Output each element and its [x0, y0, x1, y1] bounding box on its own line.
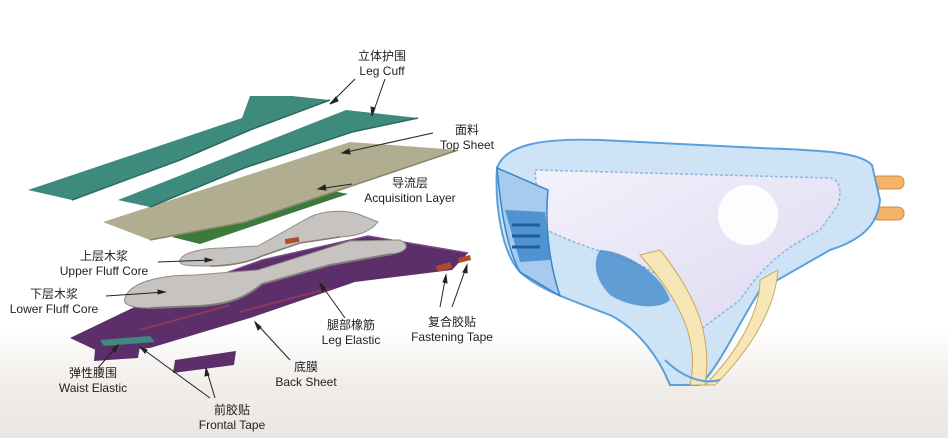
diaper-illustration: [495, 138, 905, 386]
label-leg-cuff: 立体护围 Leg Cuff: [350, 49, 414, 79]
label-leg-cuff-zh: 立体护围: [357, 49, 406, 63]
label-lower-fluff-core: 下层木浆 Lower Fluff Core: [2, 287, 106, 317]
label-fastening-tape-en: Fastening Tape: [411, 330, 493, 344]
label-waist-elastic-zh: 弹性腰围: [68, 366, 117, 380]
label-upper-fluff-core-zh: 上层木浆: [79, 249, 128, 263]
label-leg-elastic: 腿部橡筋 Leg Elastic: [311, 318, 391, 348]
label-frontal-tape-zh: 前胶贴: [213, 403, 250, 417]
leg-elastic-strip: [239, 287, 331, 313]
label-leg-elastic-zh: 腿部橡筋: [326, 318, 375, 332]
upper-fluff-core-layer: [179, 210, 379, 267]
label-acquisition-layer: 导流层 Acquisition Layer: [356, 176, 464, 206]
label-acquisition-layer-zh: 导流层: [391, 176, 428, 190]
label-acquisition-layer-en: Acquisition Layer: [364, 191, 456, 205]
label-top-sheet-en: Top Sheet: [439, 138, 495, 152]
label-lower-fluff-core-en: Lower Fluff Core: [9, 302, 99, 316]
label-top-sheet: 面料 Top Sheet: [426, 123, 508, 153]
label-leg-elastic-en: Leg Elastic: [321, 333, 381, 347]
label-fastening-tape: 复合胶贴 Fastening Tape: [402, 315, 502, 345]
leader-lines: [97, 78, 468, 399]
label-waist-elastic-en: Waist Elastic: [58, 381, 128, 395]
label-back-sheet: 底膜 Back Sheet: [266, 360, 346, 390]
label-back-sheet-zh: 底膜: [293, 360, 318, 374]
waist-elastic-backing: [94, 346, 140, 361]
label-fastening-tape-zh: 复合胶贴: [427, 315, 476, 329]
label-upper-fluff-core: 上层木浆 Upper Fluff Core: [52, 249, 156, 279]
label-back-sheet-en: Back Sheet: [275, 375, 337, 389]
waist-elastic-piece: [100, 336, 155, 346]
label-frontal-tape: 前胶贴 Frontal Tape: [190, 403, 274, 433]
leg-cuff-layer: [28, 96, 419, 208]
label-top-sheet-zh: 面料: [454, 123, 479, 137]
label-waist-elastic: 弹性腰围 Waist Elastic: [48, 366, 138, 396]
fastening-tape-piece: [436, 262, 452, 272]
top-sheet-layer: [103, 142, 459, 241]
lower-fluff-core-layer: [123, 239, 407, 309]
leg-elastic-strip-2: [139, 304, 231, 331]
fastening-tape-piece-2: [458, 255, 471, 263]
label-lower-fluff-core-zh: 下层木浆: [29, 287, 78, 301]
frontal-tape-piece: [173, 351, 236, 373]
label-frontal-tape-en: Frontal Tape: [198, 418, 266, 432]
label-leg-cuff-en: Leg Cuff: [359, 64, 405, 78]
label-upper-fluff-core-en: Upper Fluff Core: [59, 264, 149, 278]
